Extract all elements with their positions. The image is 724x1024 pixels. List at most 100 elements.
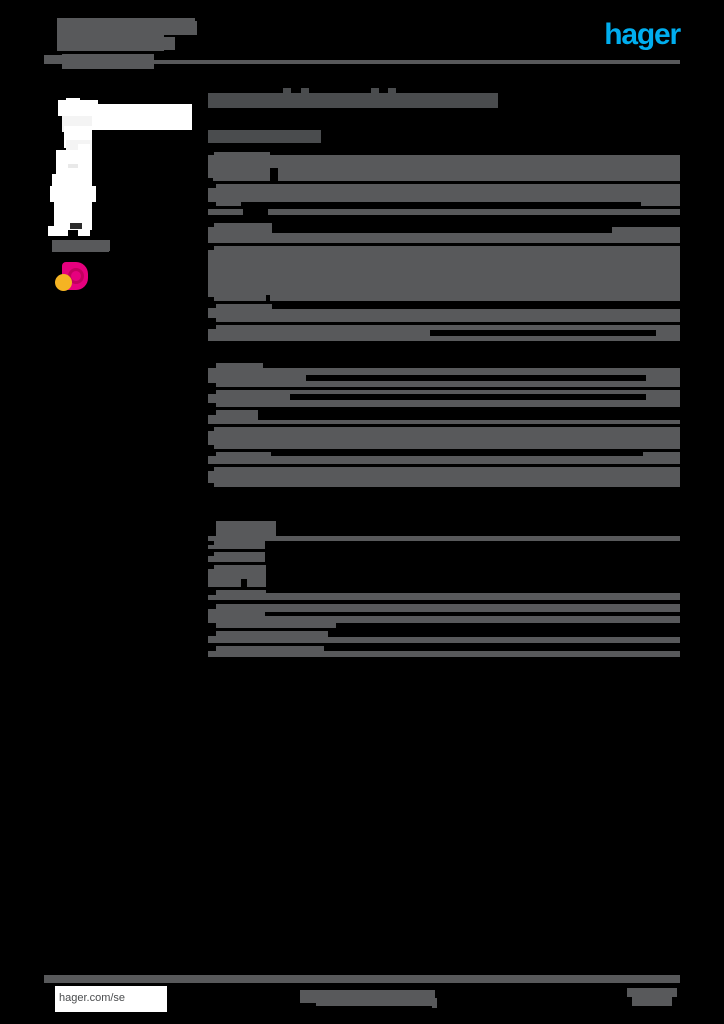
table-row — [208, 604, 680, 628]
header-rule-tab — [44, 55, 126, 60]
row-gap — [208, 590, 216, 595]
row-gap — [208, 184, 216, 188]
table-row — [208, 452, 680, 464]
spec-table-2 — [208, 223, 680, 341]
spec-table-3 — [208, 363, 680, 487]
product-part-foot — [48, 226, 68, 236]
spec-table-4 — [208, 521, 680, 600]
hager-logo: hager — [604, 18, 681, 51]
row-gap — [328, 631, 680, 637]
row-gap — [290, 394, 646, 400]
page-footer — [0, 960, 724, 1024]
row-gap — [208, 297, 214, 301]
row-gap — [265, 541, 680, 549]
row-gap — [208, 445, 214, 449]
document-title-line-2-suffix — [157, 37, 175, 50]
row-gap — [324, 646, 680, 651]
section-title-ascender-1 — [283, 88, 291, 94]
table-row — [208, 646, 680, 657]
document-title-line-1 — [57, 18, 195, 35]
section-title-ascender-2 — [301, 88, 309, 94]
row-gap — [208, 452, 216, 456]
table-row — [208, 427, 680, 449]
row-gap — [306, 375, 646, 381]
row-gap — [208, 246, 214, 250]
row-gap — [266, 295, 270, 301]
row-gap — [272, 304, 680, 309]
footer-center-descender — [432, 998, 437, 1008]
footer-divider — [44, 975, 680, 983]
row-gap — [430, 330, 656, 336]
row-gap — [266, 590, 680, 593]
subsection-title-bar — [208, 130, 321, 143]
product-photo-caption-line2 — [52, 244, 109, 252]
section-title — [208, 88, 680, 108]
section-title-ascender-3 — [371, 88, 379, 94]
document-title-line-1-suffix — [175, 21, 197, 35]
footer-page-number — [632, 992, 672, 1006]
section-title-ascender-4 — [388, 88, 396, 94]
row-gap — [208, 646, 216, 651]
row-gap — [265, 552, 680, 562]
table-row — [208, 390, 680, 407]
table-row — [208, 410, 680, 424]
subsection-title — [208, 130, 680, 144]
row-gap — [208, 565, 214, 569]
row-gap — [263, 363, 680, 368]
row-gap — [208, 623, 216, 628]
table-row — [208, 304, 680, 322]
row-gap — [270, 152, 680, 155]
pictogram-shape-accent — [55, 274, 72, 291]
spec-table-5 — [208, 604, 680, 657]
row-gap — [208, 552, 214, 556]
row-gap — [208, 304, 216, 308]
product-part-side — [78, 144, 90, 236]
product-terminal-port — [70, 223, 82, 229]
table-row — [208, 631, 680, 643]
row-gap — [208, 403, 216, 407]
spec-table-1 — [208, 152, 680, 215]
row-gap — [208, 325, 216, 329]
product-part-arm — [74, 104, 192, 130]
page-header: hager — [0, 0, 724, 80]
row-gap — [208, 631, 216, 636]
row-gap — [208, 390, 216, 394]
row-gap — [265, 612, 680, 616]
row-gap — [272, 227, 612, 233]
row-gap — [276, 521, 680, 536]
row-gap — [208, 383, 216, 387]
footer-center-text-line2 — [316, 994, 434, 1006]
row-gap — [241, 579, 247, 587]
row-gap — [272, 223, 680, 227]
row-gap — [208, 152, 214, 155]
row-gap — [208, 467, 214, 471]
row-gap — [208, 318, 216, 322]
header-divider — [44, 60, 680, 64]
main-content — [208, 88, 680, 660]
footer-url-link[interactable]: hager.com/se — [59, 992, 126, 1004]
row-gap — [208, 521, 216, 536]
row-gap — [258, 410, 680, 420]
table-row — [208, 209, 680, 215]
row-gap — [271, 452, 643, 456]
table-row — [208, 521, 680, 549]
table-row — [208, 325, 680, 341]
row-gap — [241, 202, 641, 206]
row-gap — [243, 209, 268, 215]
product-photo — [44, 96, 194, 236]
row-gap — [208, 541, 214, 545]
row-gap — [208, 483, 214, 487]
section-title-bar — [208, 93, 498, 108]
row-gap — [208, 427, 214, 431]
document-title-line-2 — [57, 35, 164, 51]
footer-url-box — [55, 986, 167, 1012]
product-part-top-nub — [66, 98, 80, 103]
row-gap — [208, 202, 216, 206]
row-gap — [336, 623, 680, 628]
document-title — [57, 18, 207, 69]
table-row — [208, 467, 680, 487]
product-part-slot — [68, 164, 78, 168]
row-gap — [208, 223, 214, 227]
row-gap — [266, 565, 680, 587]
